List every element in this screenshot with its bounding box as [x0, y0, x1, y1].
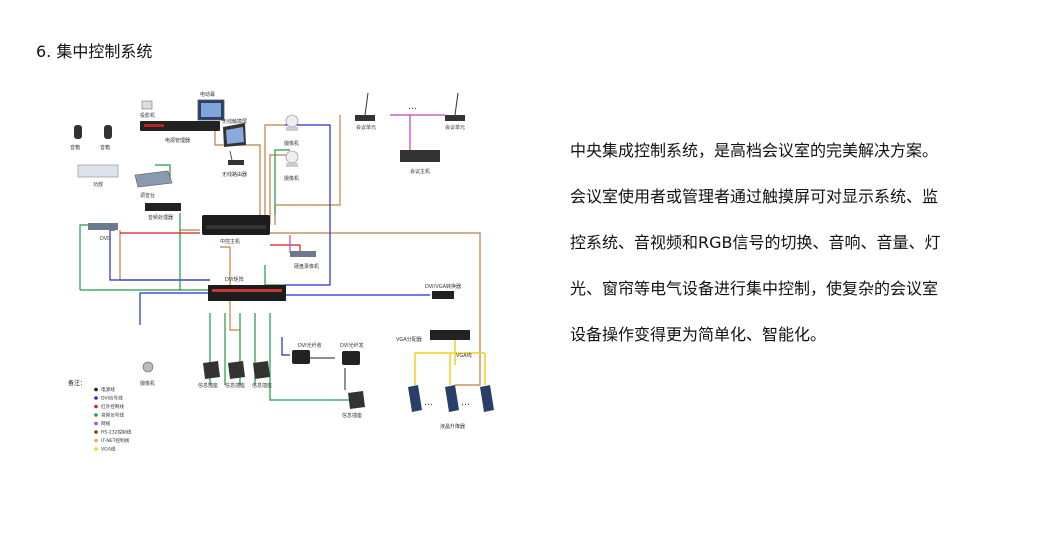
lcd-lift-icon-2: [445, 385, 459, 412]
legend-swatch-1: [94, 396, 98, 400]
legend-label-1: DVI信号线: [101, 395, 123, 402]
dvi-transmitter-icon-1: [292, 350, 310, 364]
router-icon: [228, 150, 244, 165]
projector-screen-icon: [197, 99, 225, 121]
label-audio-processor: 音频处理器: [148, 214, 173, 221]
label-vga-splitter: VGA分配器: [396, 336, 422, 343]
label-speaker-1: 音箱: [70, 144, 80, 151]
label-mic-1: 会议单元: [356, 124, 376, 131]
lcd-lift-icon-3: [480, 385, 494, 412]
legend-label-5: RS-232控制线: [101, 429, 132, 436]
label-power-manager: 电源管理器: [165, 137, 190, 144]
label-camera-2: 摄像机: [284, 175, 299, 182]
vga-lines: [414, 340, 486, 385]
legend-label-6: IT-NET控制线: [101, 437, 130, 444]
label-dvi-transmitter-1: DVI光纤收: [298, 342, 322, 349]
signal-box-icon-3: [253, 361, 270, 379]
mic-icon-1: [355, 92, 375, 121]
label-dvi-vga-converter: DVI/VGA转换器: [425, 283, 461, 290]
dvi-vga-converter-icon: [432, 291, 454, 299]
power-manager-icon: [140, 121, 220, 131]
camera-icon-2: [285, 150, 299, 167]
signal-box-icon-1: [203, 361, 220, 379]
camera-icon-1: [285, 114, 299, 131]
conference-host-icon: [400, 150, 440, 162]
central-host-icon: [202, 215, 270, 235]
legend-swatch-2: [94, 404, 98, 409]
description-line-3: 控系统、音视频和RGB信号的切换、音响、音量、灯: [570, 233, 941, 252]
vga-splitter-icon: [430, 330, 470, 340]
speaker-icon-2: [104, 125, 112, 139]
legend-label-0: 电源线: [101, 386, 115, 393]
legend-swatch-3: [94, 413, 98, 417]
dvi-transmitter-icon-2: [342, 351, 360, 365]
description-line-5: 设备操作变得更为简单化、智能化。: [570, 325, 827, 344]
description-block: 中央集成控制系统，是高档会议室的完美解决方案。 会议室使用者或管理者通过触摸屏可…: [570, 128, 1000, 358]
description-line-4: 光、窗帘等电气设备进行集中控制，使复杂的会议室: [570, 279, 939, 298]
legend-swatch-4: [94, 421, 98, 426]
signal-box-icon-4: [348, 391, 365, 409]
label-lcd-ellipsis-2: …: [461, 398, 470, 408]
recorder-icon: [290, 251, 316, 257]
label-conference-host: 会议主机: [410, 168, 430, 175]
label-dvi-transmitter-2: DVI光纤发: [340, 342, 364, 349]
speaker-icon-1: [74, 125, 82, 139]
ir-lines: [120, 232, 301, 255]
mic-icon-2: [445, 92, 465, 121]
control-system-diagram: 电动幕 投影机 电源管理器 无线触摸屏 无线路由器 摄像机 摄像机 会议单元 …: [60, 85, 520, 475]
label-mic-2: 会议单元: [445, 124, 465, 131]
description-line-2: 会议室使用者或管理者通过触摸屏可对显示系统、监: [570, 187, 939, 206]
network-lines: [289, 114, 445, 253]
label-vga-line: VGA线: [456, 352, 472, 359]
label-mixer: 调音台: [140, 192, 155, 199]
label-projector: 投影机: [140, 112, 155, 119]
label-signal-box-1: 信息插座: [198, 382, 218, 389]
label-dvi-matrix: DVI矩阵: [225, 276, 244, 283]
legend-swatch-5: [94, 430, 98, 434]
label-lcd-ellipsis-1: …: [424, 398, 433, 408]
label-signal-box-2: 信息插座: [225, 382, 245, 389]
label-speaker-2: 音箱: [100, 144, 110, 151]
dvi-matrix-icon: [208, 285, 286, 301]
legend-label-2: 红外控制线: [101, 403, 124, 410]
mixer-icon: [134, 170, 173, 188]
camera-bottom-icon: [142, 361, 154, 373]
label-recorder: 硬盘录像机: [294, 263, 319, 270]
label-amplifier: 功放: [93, 181, 103, 188]
signal-box-icon-2: [228, 361, 245, 379]
label-projector-screen: 电动幕: [200, 91, 215, 98]
label-signal-box-3: 信息插座: [252, 382, 272, 389]
legend-swatch-7: [94, 447, 98, 451]
lcd-lift-icon-1: [408, 385, 422, 412]
audio-processor-icon: [145, 203, 181, 211]
label-central-host: 中控主机: [220, 238, 240, 245]
dvi-lines: [109, 124, 430, 356]
label-router: 无线路由器: [222, 171, 247, 178]
legend-label-3: 音频信号线: [101, 412, 124, 419]
label-camera-1: 摄像机: [284, 140, 299, 147]
label-touch-panel: 无线触摸屏: [222, 118, 247, 125]
label-signal-box-4: 信息插座: [342, 412, 362, 419]
projector-icon: [141, 100, 153, 110]
dvd-icon: [88, 223, 118, 230]
section-heading: 6. 集中控制系统: [36, 42, 153, 61]
label-camera-bottom: 摄像机: [140, 380, 155, 387]
legend-label-4: 网线: [101, 420, 111, 427]
legend-title: 备注：: [68, 379, 86, 387]
touch-panel-icon: [223, 123, 246, 147]
legend-swatch-6: [94, 438, 98, 443]
description-line-1: 中央集成控制系统，是高档会议室的完美解决方案。: [570, 141, 939, 160]
legend-swatch-0: [94, 387, 98, 392]
amplifier-icon: [77, 164, 119, 178]
label-dvd: DVD: [100, 236, 111, 242]
label-lcd-lift: 液晶升降器: [440, 423, 465, 430]
legend-label-7: VGA线: [101, 446, 116, 453]
label-mic-ellipsis: …: [408, 102, 417, 112]
